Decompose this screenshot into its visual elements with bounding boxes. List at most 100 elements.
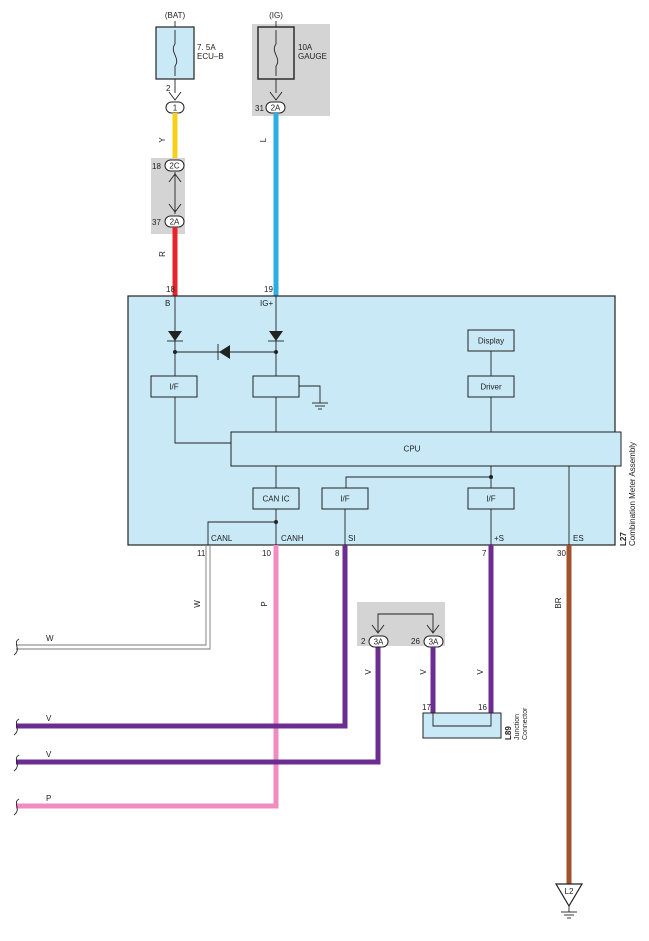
fuse-ecu-b-pin: 2 <box>166 84 171 93</box>
l89-pin-17: 17 <box>422 703 431 712</box>
ground-code: L2 <box>565 887 574 896</box>
combination-meter-assembly <box>127 295 616 546</box>
can-ic-label: CAN IC <box>262 495 289 504</box>
pin-8-num: 8 <box>335 549 340 558</box>
fuse-ecu-b-rating: 7. 5A <box>197 43 216 52</box>
regulator-ground-line <box>299 385 321 403</box>
wire-v-left2-label: V <box>46 750 52 759</box>
if-right-label: I/F <box>486 495 495 504</box>
junction-connector-l89 <box>422 712 502 739</box>
connector-arrow-icon <box>371 624 385 634</box>
pin-19-num: 19 <box>264 285 273 294</box>
connector-2a-code: 2A <box>170 218 180 227</box>
connector-arrow-icon <box>168 91 182 101</box>
wire-v3-label: V <box>476 669 485 675</box>
j3a-right-pin: 26 <box>411 637 420 646</box>
pin-b-label: B <box>165 299 170 308</box>
module-name-group: L27 Combination Meter Assembly <box>619 442 637 546</box>
cpu-label: CPU <box>404 445 421 454</box>
continuation-icon <box>13 718 20 736</box>
fuse-ecu-b-name: ECU–B <box>197 52 224 61</box>
si-bus-line <box>345 476 491 488</box>
wire-w-outline-a <box>16 545 207 646</box>
connector-arrow-icon <box>426 624 440 634</box>
diode-bridge-icon <box>219 345 230 359</box>
wire-br-label: BR <box>554 597 563 608</box>
fuse-gauge-name: GAUGE <box>298 52 327 61</box>
wire-w-outline-b <box>16 545 211 650</box>
pin-s-label: +S <box>494 534 504 543</box>
wire-w-label: W <box>193 600 202 608</box>
wire-v-3a <box>16 647 381 765</box>
pin-18-num: 18 <box>166 285 175 294</box>
fuse-gauge-rating: 10A <box>298 43 313 52</box>
pin-canl-label: CANL <box>211 534 233 543</box>
pin-30-num: 30 <box>557 549 566 558</box>
l89-name-line2: Connector <box>522 707 529 740</box>
j3a-left-pin: 2 <box>361 637 366 646</box>
node-dot <box>489 475 493 479</box>
pin-es-label: ES <box>573 534 584 543</box>
l89-internal-link <box>432 713 492 727</box>
wire-y-label: Y <box>158 137 167 143</box>
wire-v-left1-label: V <box>46 714 52 723</box>
node-dot <box>274 350 278 354</box>
ig-source-label: (IG) <box>269 11 283 20</box>
l89-code: L89 <box>504 726 513 740</box>
pin-ig-label: IG+ <box>260 299 273 308</box>
regulator-block <box>252 375 300 398</box>
l89-pin-16: 16 <box>478 703 487 712</box>
wire-v2-label: V <box>419 669 428 675</box>
wire-p-label: P <box>260 601 269 606</box>
pin-11-num: 11 <box>197 549 206 558</box>
continuation-icon <box>13 754 20 772</box>
cpu-block <box>230 431 622 467</box>
display-label: Display <box>478 337 504 346</box>
continuation-icon <box>13 798 20 816</box>
module-name: Combination Meter Assembly <box>628 442 637 546</box>
connector-3a-left <box>368 635 389 648</box>
fuse-gauge-icon <box>273 43 279 67</box>
module-code: L27 <box>619 532 628 546</box>
if-mid-label: I/F <box>340 495 349 504</box>
wire-p <box>16 545 279 809</box>
canl-line <box>207 521 276 545</box>
bat-source-label: (BAT) <box>165 11 186 20</box>
pin-si-label: SI <box>348 534 356 543</box>
diode-ig-icon <box>269 331 283 341</box>
connector-3a-left-code: 3A <box>374 638 384 647</box>
if-left-block <box>150 375 198 398</box>
diode-b-icon <box>168 331 182 341</box>
connector-arrow-icon <box>168 203 182 213</box>
ground-point-l2 <box>554 883 584 908</box>
wire-p-left-label: P <box>46 794 51 803</box>
pin-canh-label: CANH <box>281 534 304 543</box>
wire-w-left-label: W <box>46 634 54 643</box>
connector-2c <box>164 159 185 172</box>
wire-l-label: L <box>259 137 268 142</box>
driver-label: Driver <box>480 383 502 392</box>
if-left-label: I/F <box>169 383 178 392</box>
pin-7-num: 7 <box>482 549 487 558</box>
connector-3a-right-code: 3A <box>429 638 439 647</box>
connector-1-code: 1 <box>173 104 178 113</box>
junction-3a-link <box>377 613 434 632</box>
j2a-pin: 37 <box>152 218 161 227</box>
l89-name-group: L89 Junction Connector <box>504 707 529 740</box>
connector-ig-2a-code: 2A <box>271 104 281 113</box>
continuation-icon <box>13 638 20 656</box>
wire-r-label: R <box>158 251 167 257</box>
node-dot <box>173 350 177 354</box>
wire-v-si <box>16 545 348 729</box>
j2c-pin: 18 <box>152 162 161 171</box>
connector-arrow-icon <box>269 91 283 101</box>
connector-arrow-icon <box>168 173 182 183</box>
fuse-gauge-pin: 31 <box>255 104 264 113</box>
pin-10-num: 10 <box>262 549 271 558</box>
wire-v1-label: V <box>364 669 373 675</box>
connector-2c-code: 2C <box>169 162 179 171</box>
fuse-ecu-b-icon <box>172 43 178 67</box>
l89-name-line1: Junction <box>514 714 521 740</box>
